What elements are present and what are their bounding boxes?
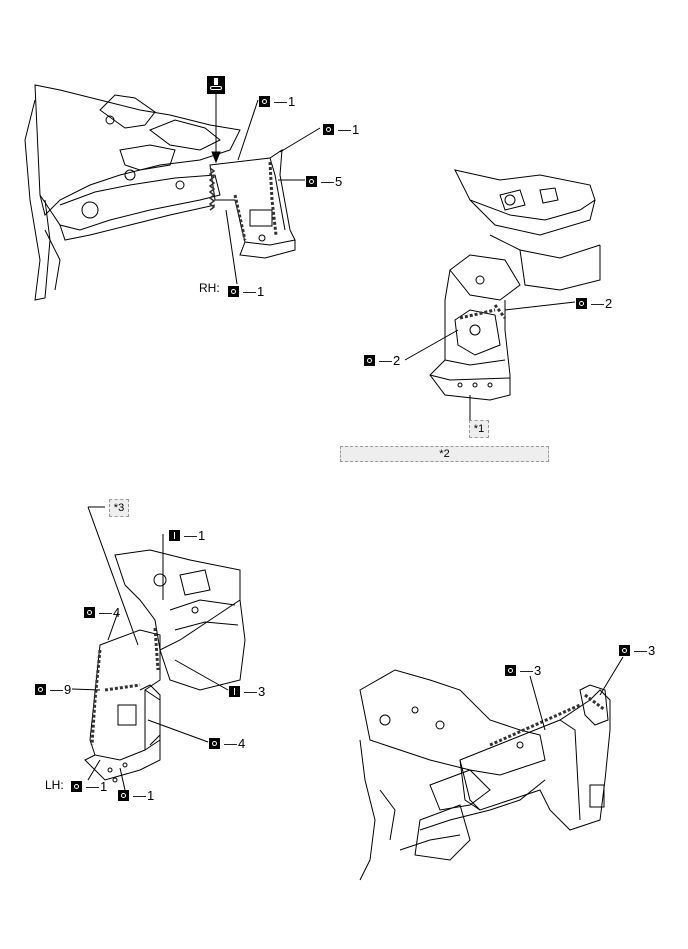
lh-side-label: LH: xyxy=(45,778,64,792)
bottom-right-illustration xyxy=(359,656,624,881)
spot-weld-icon xyxy=(619,645,630,656)
weld-count-label: —5 xyxy=(306,174,342,189)
plug-weld-icon xyxy=(229,686,240,697)
spot-weld-icon xyxy=(71,781,82,792)
bottom-left-illustration xyxy=(71,506,246,791)
weld-count-label: —1 xyxy=(71,779,107,794)
weld-count-label: —1 xyxy=(169,528,205,543)
weld-count: 1 xyxy=(352,122,360,137)
weld-count: 4 xyxy=(238,736,246,751)
callout-tag: *2 xyxy=(340,446,549,462)
spot-weld-icon xyxy=(259,96,270,107)
weld-count-label: —4 xyxy=(209,736,245,751)
spot-weld-icon xyxy=(576,298,587,309)
spot-weld-icon xyxy=(306,176,317,187)
spot-weld-icon xyxy=(209,738,220,749)
rh-side-label: RH: xyxy=(199,281,220,295)
callout-tag: *1 xyxy=(469,420,489,438)
weld-count-label: —1 xyxy=(259,94,295,109)
weld-count: 3 xyxy=(534,663,542,678)
top-right-illustration xyxy=(404,169,601,422)
weld-count: 1 xyxy=(100,779,108,794)
weld-count-label: —1 xyxy=(228,284,264,299)
weld-count: 4 xyxy=(113,605,121,620)
spot-weld-icon xyxy=(35,684,46,695)
weld-count: 3 xyxy=(648,643,656,658)
top-left-illustration xyxy=(24,84,321,301)
weld-count: 5 xyxy=(335,174,343,189)
weld-count: 1 xyxy=(147,788,155,803)
callout-tag: *3 xyxy=(109,499,129,517)
weld-count: 2 xyxy=(393,353,401,368)
weld-count-label: —1 xyxy=(118,788,154,803)
plug-weld-icon xyxy=(169,530,180,541)
weld-count-label: —3 xyxy=(619,643,655,658)
weld-count: 1 xyxy=(198,528,206,543)
weld-count: 1 xyxy=(257,284,265,299)
weld-count: 2 xyxy=(605,296,613,311)
weld-count: 1 xyxy=(288,94,296,109)
weld-count-label: —2 xyxy=(364,353,400,368)
weld-count-label: —1 xyxy=(323,122,359,137)
weld-count-label: —3 xyxy=(229,684,265,699)
weld-gun-icon xyxy=(207,76,225,94)
weld-count: 3 xyxy=(258,684,266,699)
weld-count-label: —3 xyxy=(505,663,541,678)
weld-count-label: —2 xyxy=(576,296,612,311)
spot-weld-icon xyxy=(84,607,95,618)
weld-count-label: —9 xyxy=(35,682,71,697)
spot-weld-icon xyxy=(364,355,375,366)
spot-weld-icon xyxy=(323,124,334,135)
spot-weld-icon xyxy=(228,286,239,297)
spot-weld-icon xyxy=(505,665,516,676)
weld-count: 9 xyxy=(64,682,72,697)
spot-weld-icon xyxy=(118,790,129,801)
weld-count-label: —4 xyxy=(84,605,120,620)
